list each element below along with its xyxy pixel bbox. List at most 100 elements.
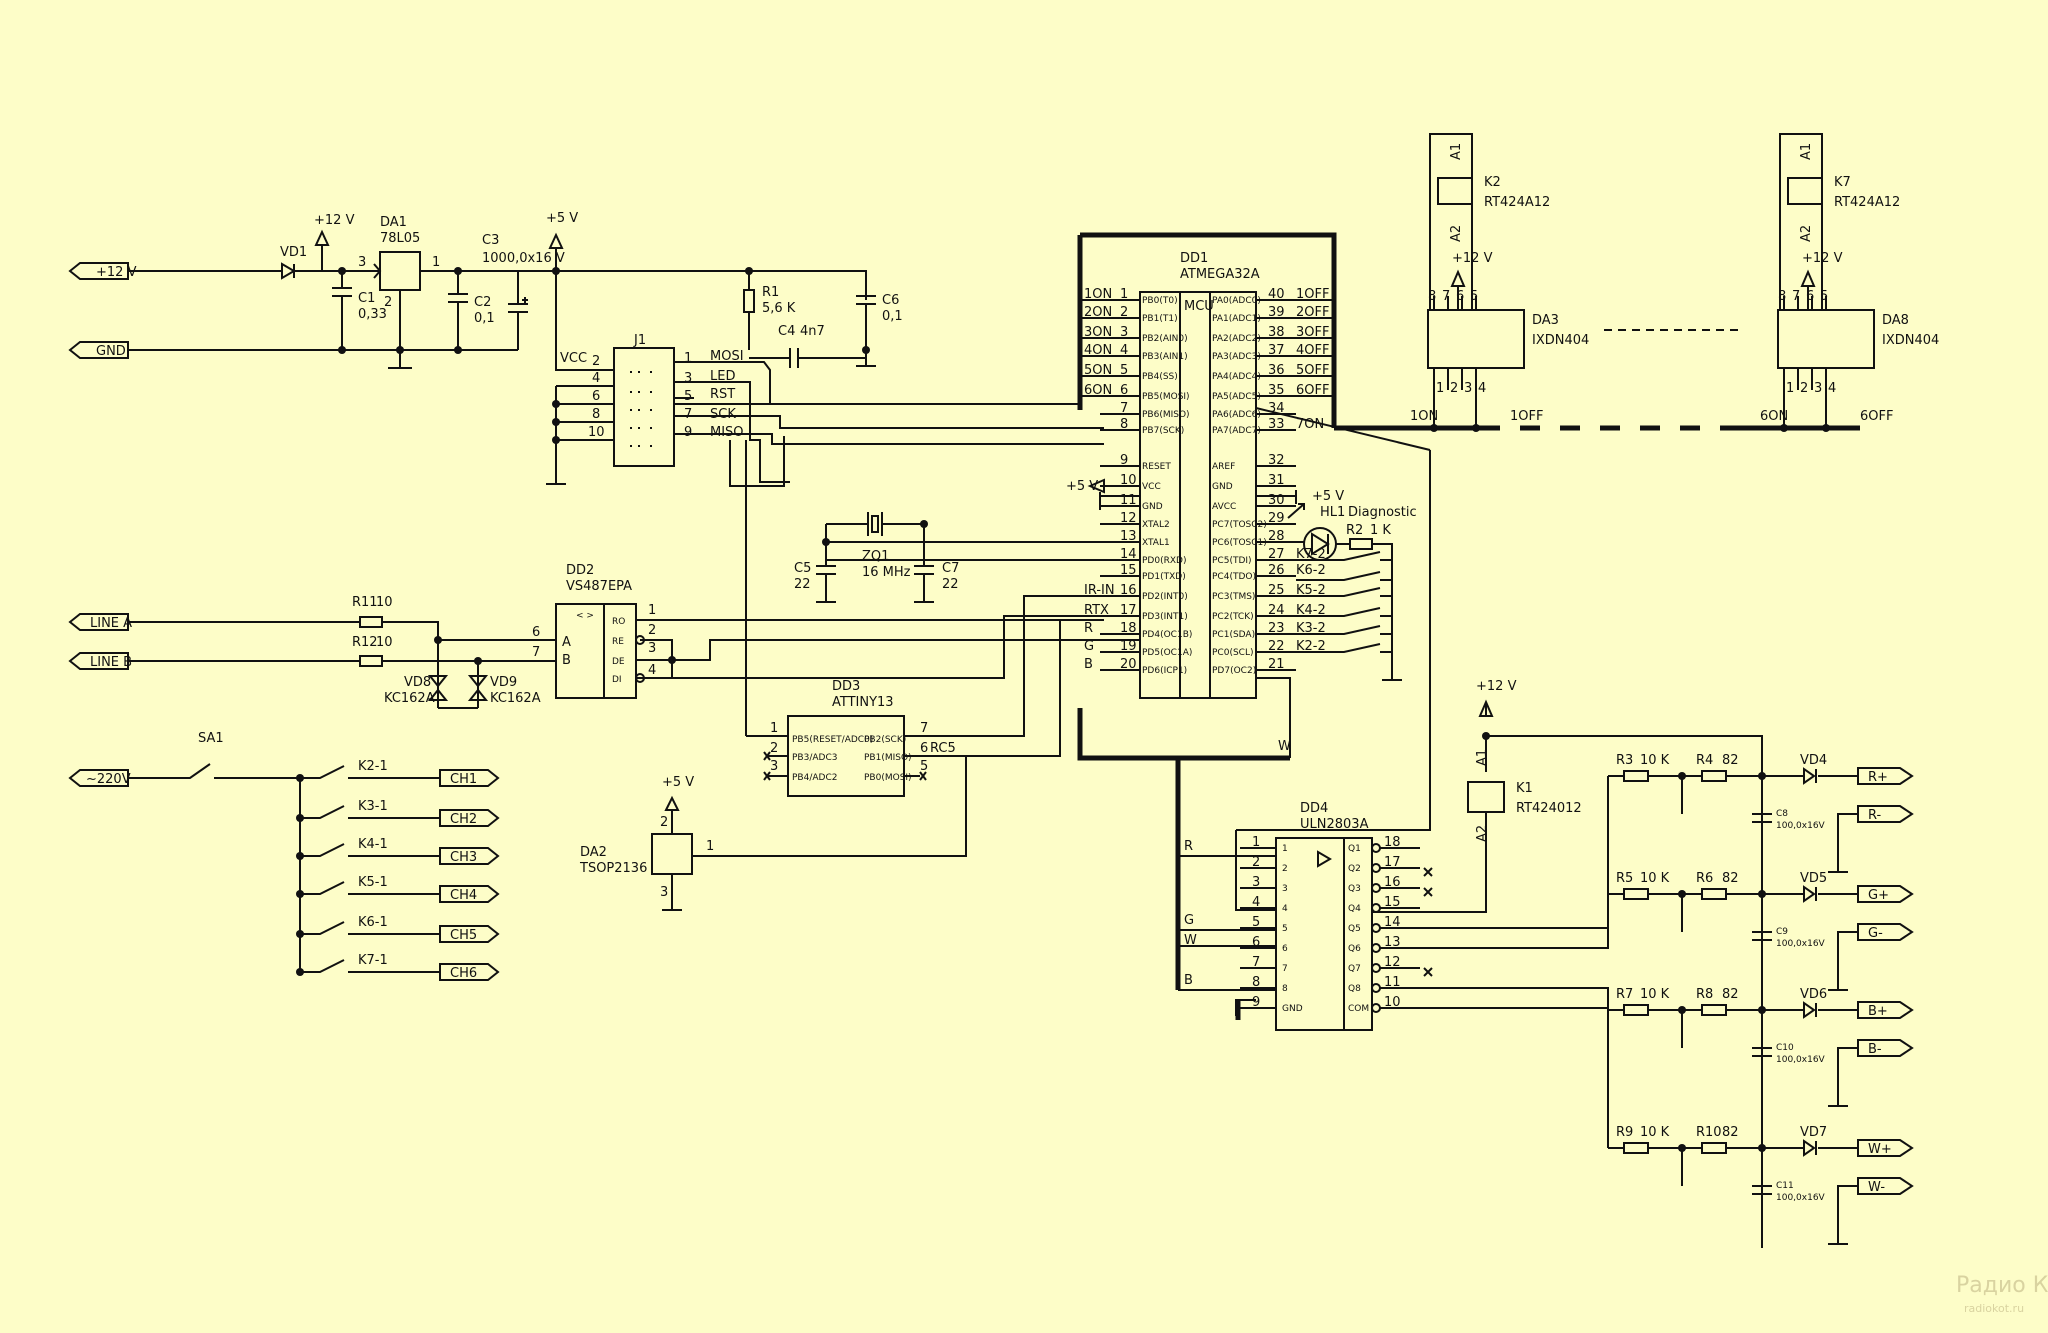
dd4-output-label: Q7 [1348,964,1361,974]
rgb-plus-terminal [1857,1001,1914,1019]
rgb-minus-terminal [1828,923,1914,991]
label: W [1278,739,1291,754]
label: 1000,0x16 V [482,251,565,266]
rgb-minus-terminal [1828,1177,1914,1245]
dd4-output-bubble [1371,943,1381,953]
k-contact [1296,625,1392,635]
label: A2 [1475,825,1490,842]
dd4-pin-num: 5 [1252,915,1260,930]
dd1-signal-label: 6OFF [1296,383,1329,398]
label: R1 [762,285,779,300]
wire [1317,838,1345,1030]
channel-output-terminal [439,809,500,827]
dd4-output-bubble [1371,963,1381,973]
wire [1256,490,1297,504]
dd1-pin-number: 36 [1268,363,1285,378]
dd1-pin-number: 24 [1268,603,1285,618]
mains-switching: ~220V SA1 K2-1CH1K3-1CH2K4-1CH3K5-1CH4K6… [68,731,500,981]
relay-coil [1787,177,1823,205]
rb-value: 82 [1722,753,1739,768]
wire [630,371,658,447]
driver-output [1433,390,1477,428]
label: VCC [560,351,587,366]
dd1-signal-label: IR-IN [1084,583,1115,598]
label: 3 [648,641,656,656]
wire [1235,407,1431,910]
label: PB2(SCK) [864,735,906,745]
label: PB1(MISO) [864,753,912,763]
label: DI [612,675,622,685]
dd1-port-label: PA3(ADC3) [1212,352,1261,362]
relay-ref: K7 [1834,175,1851,190]
r2-resistor [1349,538,1373,550]
dd1-port-label: RESET [1142,462,1171,472]
dd1-pin-number: 10 [1120,473,1137,488]
contact-label: K6-1 [358,915,388,930]
label: +5 V [1312,489,1344,504]
label: 22 [794,577,811,592]
c6-capacitor [856,295,876,367]
dd4-pin-num: 10 [1384,995,1401,1010]
wire [1256,677,1291,758]
dd1-port-label: PA7(ADC7) [1212,426,1261,436]
wire [373,263,382,279]
label: 3 [660,885,668,900]
c-value: 100,0x16V [1776,939,1826,949]
label: 7 [532,645,540,660]
dd1-pin-number: 35 [1268,383,1285,398]
dd1-signal-label: R [1084,621,1093,636]
driver-12v: +12 V [1802,251,1843,266]
label: B [562,653,571,668]
dd3-attiny13: DD3 ATTINY13 PB5(RESET/ADC0) PB3/ADC3 PB… [702,440,1104,857]
label: R12 [352,635,378,650]
dd1-port-label: PD2(INT0) [1142,592,1188,602]
dd4-input-label: 4 [1282,904,1288,914]
rgb-resistor-b [1701,1004,1727,1016]
dd1-pin-number: 16 [1120,583,1137,598]
label: +5 V [1066,479,1098,494]
dd1-pin-number: 26 [1268,563,1285,578]
dd1-port-label: PD1(TXD) [1142,572,1186,582]
wire [904,620,1061,757]
label: 3 [684,371,692,386]
da2-ir-receiver: +5 V DA2 TSOP2136 1 2 3 [579,775,714,911]
channel-output-terminal [439,769,500,787]
dd4-output-bubble [1371,983,1381,993]
da1-regulator [379,251,421,291]
dd1-signal-label: 5OFF [1296,363,1329,378]
k1-relay: +12 V K1 RT424012 A1 A2 [1372,679,1606,913]
dd1-pin-number: 8 [1120,417,1128,432]
input-12v-label: +12 V [96,265,137,280]
label: Diagnostic [1348,505,1417,520]
wire [1478,699,1494,772]
relay-ref: K2 [1484,175,1501,190]
da2-body [651,833,693,875]
dd4-output-label: Q5 [1348,924,1361,934]
junction [454,267,462,275]
c-label: C9 [1776,927,1788,937]
rgb-diode [1803,1139,1817,1157]
label: 4 [648,663,656,678]
wire [636,615,1140,679]
dd4-input-label: 3 [1282,884,1288,894]
driver-pin-num: 5 [1470,289,1478,304]
dd4-pin-num: 7 [1252,955,1260,970]
dd1-port-label: PB5(MOSI) [1142,392,1190,402]
rb-label: R4 [1696,753,1713,768]
dd1-pin-number: 5 [1120,363,1128,378]
label: Радио КОТ [1956,1273,2048,1298]
rgb-feed [1420,894,1609,949]
k-contact [1296,607,1392,617]
label: 0,33 [358,307,387,322]
rgb-plus-terminal [1857,1139,1914,1157]
dd4-pin-num: 4 [1252,895,1260,910]
dd2-body [555,603,637,699]
ra-value: 10 K [1640,1125,1670,1140]
label: C6 [882,293,899,308]
rgb-minus-label: G- [1868,926,1883,941]
dd1-pin-number: 22 [1268,639,1285,654]
c2-capacitor [448,271,468,350]
wire [763,751,927,781]
